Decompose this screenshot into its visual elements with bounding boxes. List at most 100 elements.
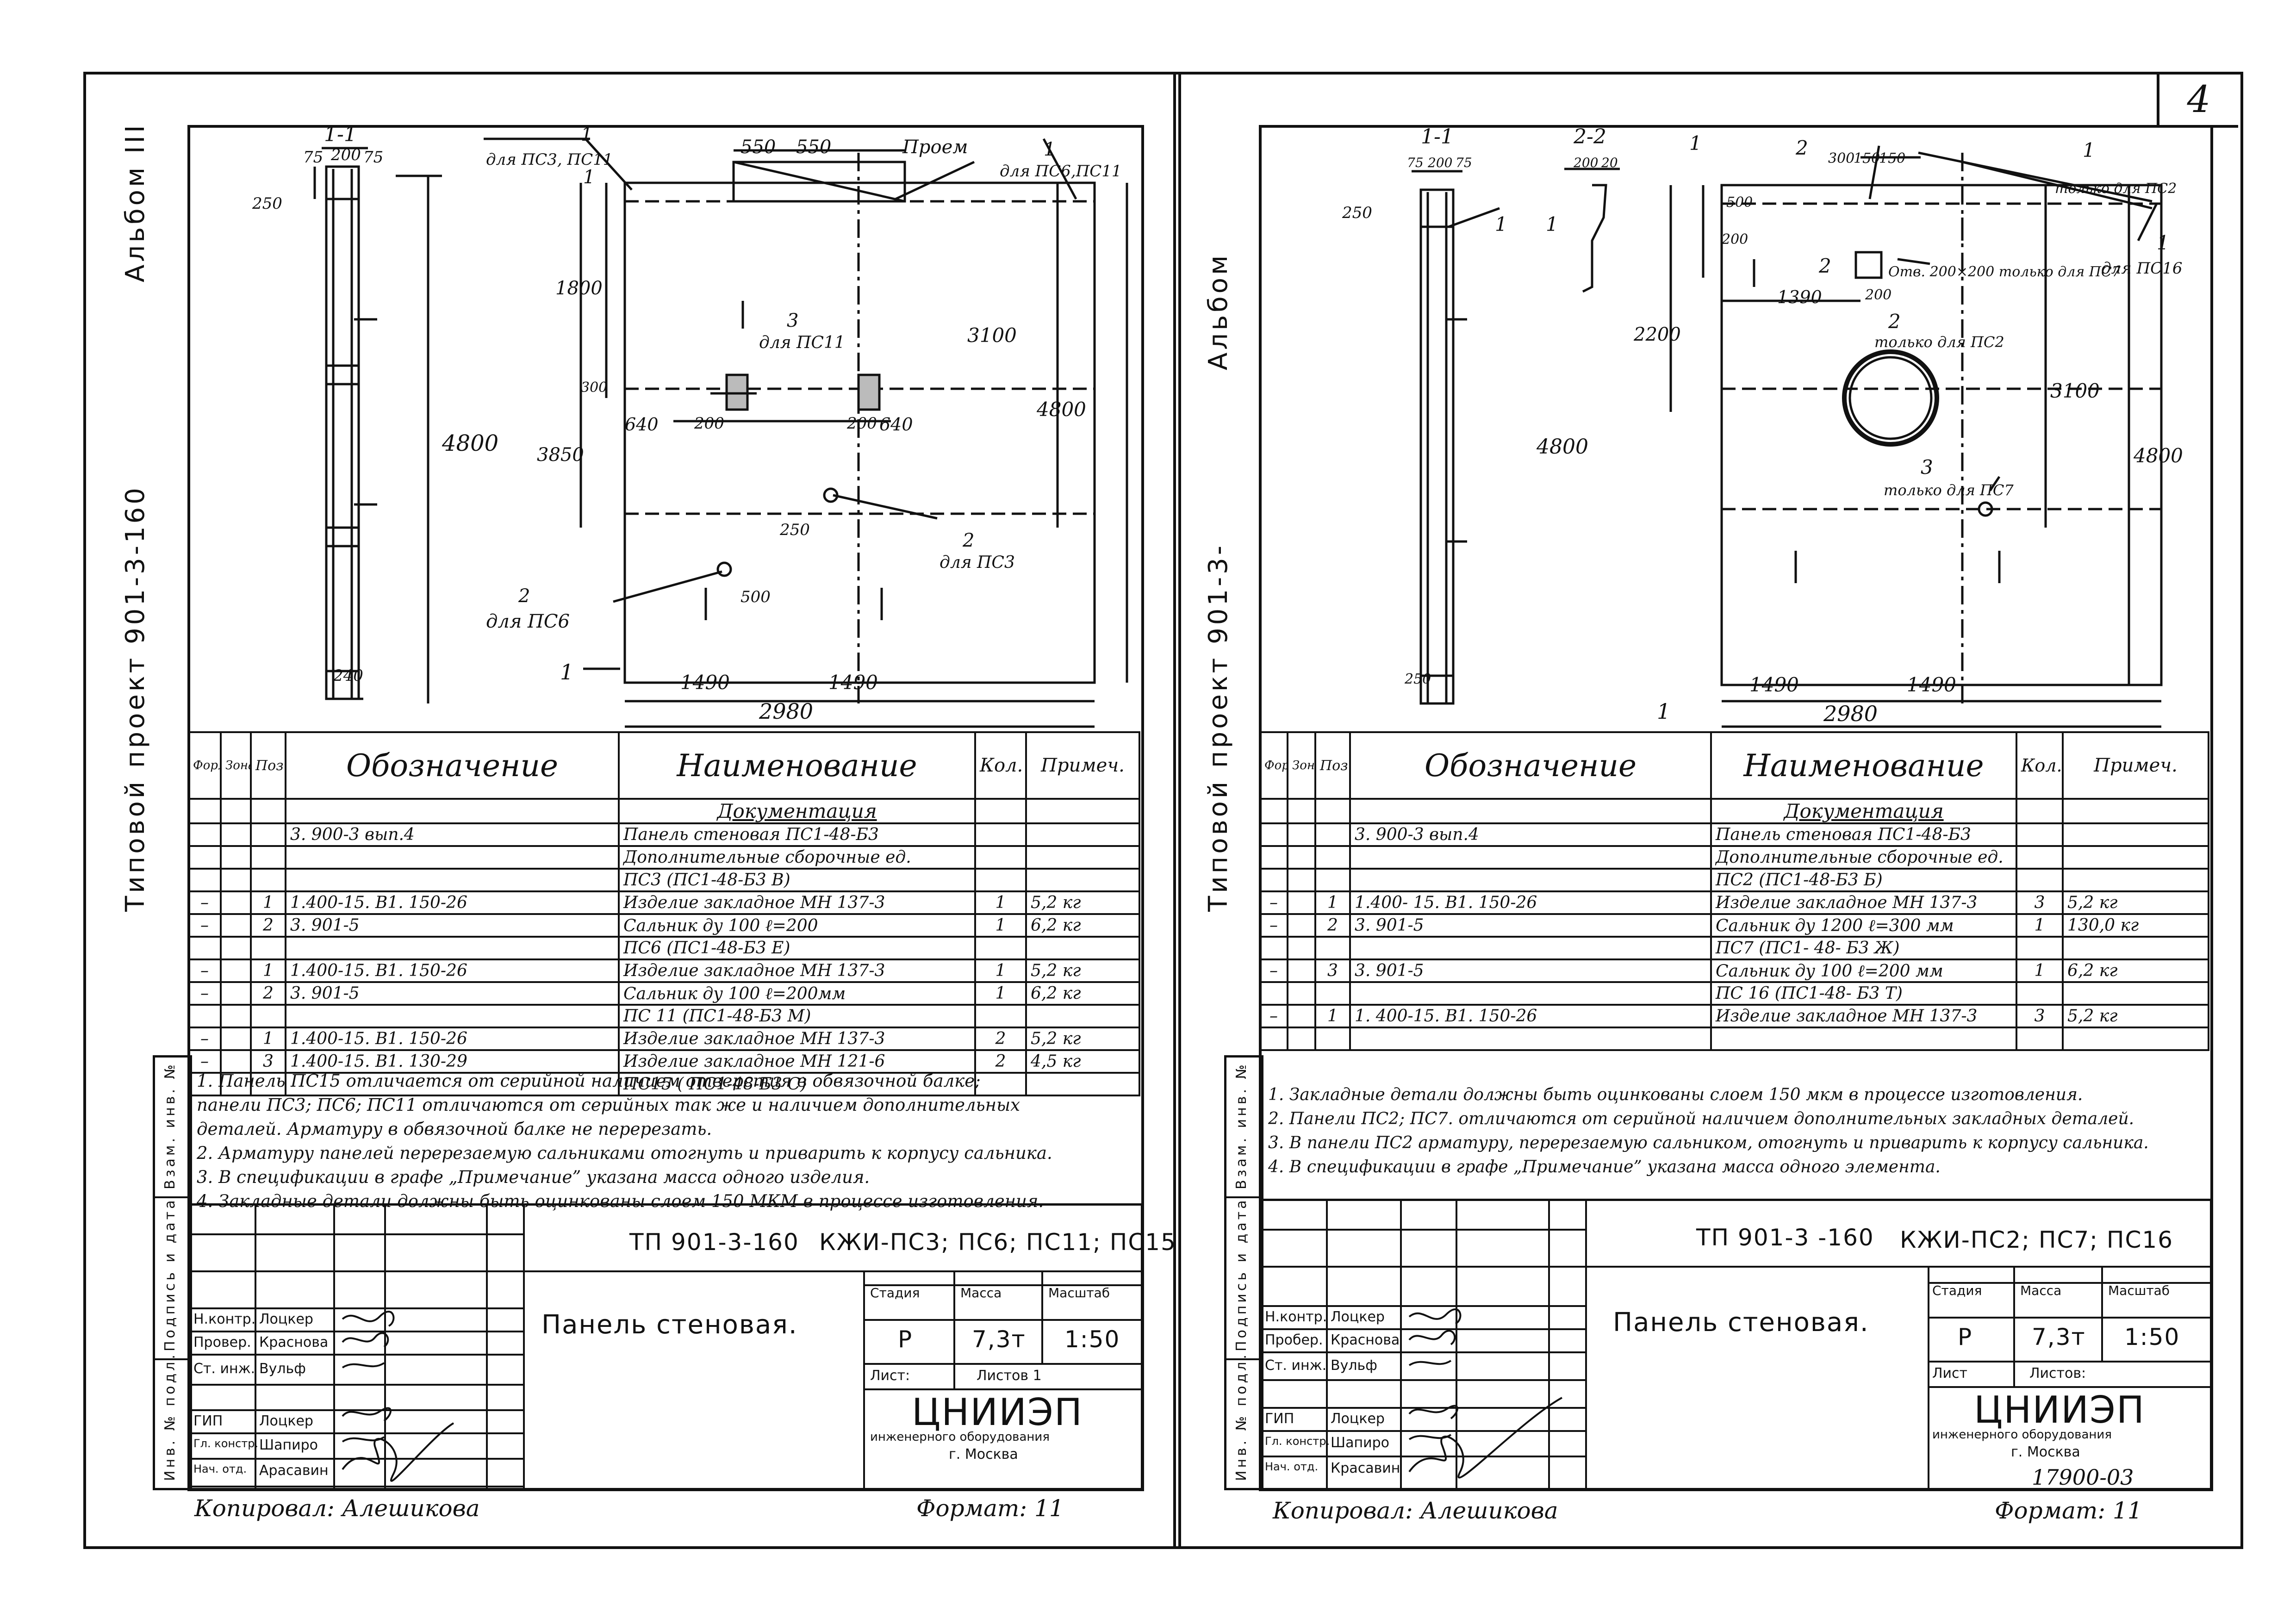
spec-row (1259, 1027, 2209, 1051)
spec-cell-qty: 1 (974, 890, 1027, 915)
spec-cell-zone (1287, 1004, 1316, 1028)
spec-cell-note: 5,2 кг (2062, 1004, 2209, 1028)
spec-cell-name: Дополнительные сборочные ед. (1710, 845, 2017, 870)
spec-cell-designation: 3. 900-3 вып.4 (1349, 822, 1712, 847)
right-tb-role-3: ГИП (1265, 1411, 1294, 1427)
spec-cell-note: 5,2 кг (2062, 890, 2209, 915)
right-signatures (1408, 1308, 1562, 1479)
right-callout-2-hole-num: 2 (1819, 255, 1831, 277)
spec-cell-zone (220, 936, 252, 960)
spec-cell-format (187, 936, 222, 960)
spec-cell-pos: 1 (1314, 890, 1351, 915)
spec-cell-designation (285, 798, 620, 824)
left-tb-name-0: Лоцкер (259, 1311, 313, 1327)
spec-cell-name: Панель стеновая ПС1-48-Б3 (618, 822, 976, 847)
right-tb-org-sub: инженерного оборудования (1932, 1428, 2112, 1442)
spec-cell-qty (2016, 868, 2064, 892)
spec-cell-zone (1287, 981, 1316, 1006)
right-tb-name-3: Лоцкер (1331, 1411, 1385, 1427)
spec-cell-note: 4,5 кг (1025, 1049, 1140, 1074)
left-callout-2a-text: для ПС3 (940, 553, 1015, 572)
spec-cell-format: – (187, 1049, 222, 1074)
left-tb-name-3: Лоцкер (259, 1413, 313, 1429)
spec-cell-note (1025, 1072, 1140, 1096)
spec-cell-pos: 1 (250, 1027, 286, 1051)
right-tb-h-mass: Масса (2020, 1283, 2062, 1298)
spec-cell-zone (220, 798, 252, 824)
spec-cell-name: ПС7 (ПС1- 48- Б3 Ж) (1710, 936, 2017, 960)
left-tb-h-stage: Стадия (870, 1285, 920, 1300)
left-dim-500: 500 (740, 588, 771, 606)
left-spec-table: Формат Зона Поз. Обозначение Наименовани… (187, 731, 1140, 1096)
left-tb-sheet: Лист: (870, 1368, 910, 1384)
spec-cell-qty: 1 (2016, 958, 2064, 983)
spec-cell-qty (2016, 845, 2064, 870)
left-proem-label: Проем (902, 137, 968, 158)
note-line: панели ПС3; ПС6; ПС11 отличаются от сери… (197, 1095, 1020, 1115)
spec-cell-pos: 2 (250, 981, 286, 1006)
left-tb-org: ЦНИИЭП (912, 1391, 1083, 1434)
spec-cell-format: – (187, 958, 222, 983)
spec-cell-qty: 1 (974, 913, 1027, 938)
spec-cell-zone (220, 1004, 252, 1028)
right-dim-4800: 4800 (1537, 435, 1588, 459)
left-dim-240: 240 (333, 666, 363, 685)
left-tb-role-0: Н.контр. (193, 1311, 256, 1327)
spec-cell-name: Изделие закладное МН 121-6 (618, 1049, 976, 1074)
spec-cell-format (1259, 981, 1288, 1006)
right-tb-name-4: Шапиро (1331, 1435, 1389, 1451)
right-dim-500: 500 (1726, 194, 1753, 211)
right-tb-role-5: Нач. отд. (1265, 1460, 1319, 1473)
spec-cell-name: Сальник ду 1200 ℓ=300 мм (1710, 913, 2017, 938)
left-tb-role-2: Ст. инж. (193, 1361, 255, 1377)
left-dim-200b: 200 (847, 414, 877, 433)
spec-h-format: Формат (187, 731, 222, 800)
spec-cell-note (1025, 822, 1140, 847)
right-tb-role-0: Н.контр. (1265, 1309, 1327, 1325)
right-copied-by: Копировал: Алешикова (1273, 1497, 1558, 1524)
left-dim-3100: 3100 (967, 324, 1017, 347)
left-callout-3-text: для ПС11 (759, 333, 845, 352)
right-dim-2980: 2980 (1823, 701, 1878, 726)
left-dim-550a: 550 (740, 137, 776, 158)
spec-cell-format (1259, 1027, 1288, 1051)
right-dim-200: 200 (1722, 231, 1748, 248)
spec-cell-format: – (1259, 913, 1288, 938)
right-callout-1a: 1 (1495, 213, 1507, 236)
left-tb-role-3: ГИП (193, 1413, 223, 1429)
spec-cell-note: 6,2 кг (2062, 958, 2209, 983)
left-tb-name-2: Вульф (259, 1361, 306, 1377)
spec-cell-format: – (187, 1027, 222, 1051)
spec-cell-format (187, 822, 222, 847)
spec-h-designation: Обозначение (285, 731, 620, 800)
spec-cell-qty (2016, 981, 2064, 1006)
left-dim-300: 300 (581, 380, 608, 396)
right-notes: 1. Закладные детали должны быть оцинкова… (1268, 1083, 2149, 1179)
right-side-stamp (1224, 1055, 1263, 1490)
left-dim-250b: 250 (780, 521, 810, 539)
spec-h-note: Примеч. (1025, 731, 1140, 800)
spec-cell-pos (250, 822, 286, 847)
right-title-block: ТП 901-3 -160 КЖИ-ПС2; ПС7; ПС16 Панель … (1259, 1199, 2212, 1490)
right-spec-table: Формат Зона Поз. Обозначение Наименовани… (1259, 731, 2209, 1051)
spec-cell-note: 6,2 кг (1025, 913, 1140, 938)
spec-cell-name: ПС 11 (ПС1-48-Б3 М) (618, 1004, 976, 1028)
note-line: 4. В спецификации в графе „Примечание” у… (1268, 1157, 1941, 1176)
left-dim-75a: 75 (303, 148, 324, 167)
spec-cell-note: 5,2 кг (1025, 1027, 1140, 1051)
right-dim-75b: 75 (1456, 155, 1472, 170)
drawing-sheet-right (1173, 72, 2243, 1549)
spec-cell-note (2062, 981, 2209, 1006)
spec-cell-pos: 2 (1314, 913, 1351, 938)
spec-cell-qty (2016, 936, 2064, 960)
right-archive-number: 17900-03 (2032, 1465, 2134, 1490)
left-stamp-sign: Подпись и дата (162, 1197, 178, 1352)
right-tb-name: Панель стеновая. (1613, 1307, 1869, 1338)
spec-cell-zone (220, 868, 252, 892)
spec-cell-designation (1349, 868, 1712, 892)
right-callout-2-only: только для ПС2 (1874, 333, 2004, 351)
